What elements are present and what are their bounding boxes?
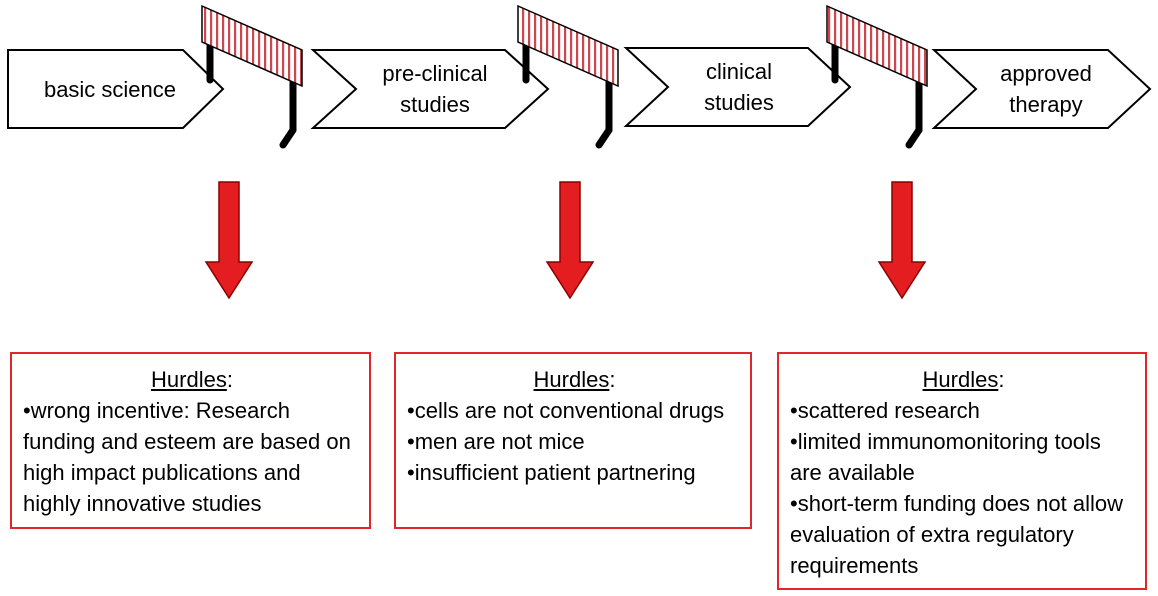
stage-chevron-pre-clinical (310, 49, 550, 129)
list-item: limited immunomonitoring tools are avail… (790, 426, 1137, 488)
stage-label-line: studies (400, 92, 470, 117)
stage-label-line: approved (1000, 61, 1092, 86)
hurdles-panel-pre-clinical: Hurdles: cells are not conventional drug… (394, 352, 752, 529)
stage-chevron-clinical (623, 47, 852, 127)
panel-title: Hurdles: (533, 367, 616, 392)
hurdle-list: cells are not conventional drugs men are… (407, 395, 742, 488)
stage-label-approved-therapy: approved therapy (980, 58, 1112, 120)
hurdles-panel-basic-science: Hurdles: wrong incentive: Research fundi… (10, 352, 371, 529)
stage-label-line: clinical (705, 59, 773, 84)
hurdle-icon (826, 4, 928, 149)
stage-label-basic-science: basic science (20, 58, 200, 120)
stage-chevron-approved-therapy (931, 49, 1152, 129)
list-item: men are not mice (407, 426, 742, 457)
list-item: cells are not conventional drugs (407, 395, 742, 426)
stage-label-clinical: clinical studies (668, 56, 810, 118)
stage-label-line: pre-clinical (382, 61, 488, 86)
stage-label-line: therapy (1009, 92, 1083, 117)
stage-label-line: basic science (43, 76, 177, 102)
hurdles-panel-clinical: Hurdles: scattered research limited immu… (777, 352, 1147, 590)
list-item: scattered research (790, 395, 1137, 426)
panel-title: Hurdles: (151, 367, 233, 392)
stage-label-pre-clinical: pre-clinical studies (360, 58, 510, 120)
list-item: insufficient patient partnering (407, 457, 742, 488)
list-item: short-term funding does not allow evalua… (790, 488, 1137, 581)
stage-chevron-basic-science (7, 49, 225, 129)
hurdle-list: wrong incentive: Research funding and es… (23, 395, 361, 519)
panel-title: Hurdles: (922, 367, 1005, 392)
arrow-down-icon (204, 181, 254, 300)
arrow-down-icon (877, 181, 927, 300)
stage-label-line: studies (704, 90, 774, 115)
hurdle-icon (517, 4, 619, 149)
hurdle-list: scattered research limited immunomonitor… (790, 395, 1137, 581)
hurdle-icon (201, 4, 303, 149)
list-item: wrong incentive: Research funding and es… (23, 395, 361, 519)
arrow-down-icon (545, 181, 595, 300)
